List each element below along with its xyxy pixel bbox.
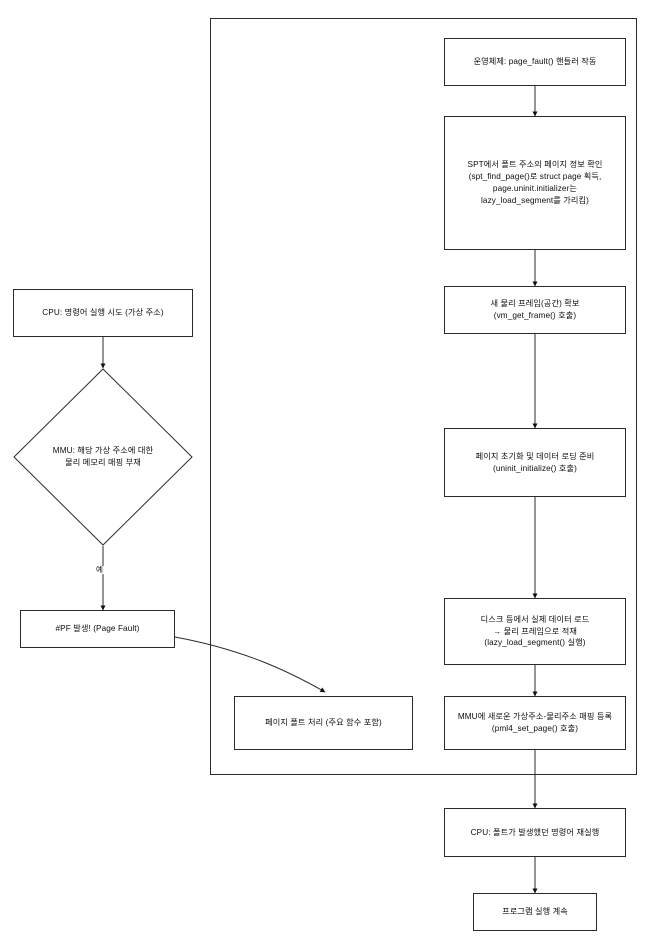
edge-label-yes: 예 (95, 566, 104, 574)
node-os-page-fault-handler-label: 운영체제: page_fault() 핸들러 작동 (473, 57, 597, 67)
node-pml4-set-page[interactable]: MMU에 새로운 가상주소-물리주소 매핑 등록 (pml4_set_page(… (444, 696, 626, 750)
node-uninit-initialize-label: 페이지 초기화 및 데이터 로딩 준비 (uninit_initialize()… (475, 451, 595, 473)
node-vm-get-frame[interactable]: 새 물리 프레임(공간) 확보 (vm_get_frame() 호출) (444, 286, 626, 334)
edge-label-yes-text: 예 (96, 565, 103, 574)
node-program-continue-label: 프로그램 실행 계속 (502, 907, 568, 917)
node-program-continue[interactable]: 프로그램 실행 계속 (473, 893, 597, 931)
node-mmu-decision[interactable]: MMU: 해당 가상 주소에 대한 물리 메모리 매핑 부재 (13, 368, 193, 546)
node-lazy-load-segment-label: 디스크 등에서 실제 데이터 로드 → 물리 프레임으로 적재 (lazy_lo… (480, 614, 590, 648)
node-os-page-fault-handler[interactable]: 운영체제: page_fault() 핸들러 작동 (444, 38, 626, 86)
node-cpu-execute-label: CPU: 명령어 실행 시도 (가상 주소) (42, 308, 164, 318)
node-vm-get-frame-label: 새 물리 프레임(공간) 확보 (vm_get_frame() 호출) (490, 299, 580, 320)
node-cpu-execute[interactable]: CPU: 명령어 실행 시도 (가상 주소) (13, 289, 193, 337)
node-lazy-load-segment[interactable]: 디스크 등에서 실제 데이터 로드 → 물리 프레임으로 적재 (lazy_lo… (444, 598, 626, 665)
node-uninit-initialize[interactable]: 페이지 초기화 및 데이터 로딩 준비 (uninit_initialize()… (444, 428, 626, 497)
node-page-fault-handling[interactable]: 페이지 폴트 처리 (주요 함수 포함) (234, 696, 413, 750)
node-pml4-set-page-label: MMU에 새로운 가상주소-물리주소 매핑 등록 (pml4_set_page(… (457, 712, 613, 733)
diamond-shape (13, 368, 193, 546)
node-page-fault-handling-label: 페이지 폴트 처리 (주요 함수 포함) (265, 718, 382, 728)
node-cpu-retry[interactable]: CPU: 폴트가 발생했던 명령어 재실행 (444, 808, 626, 857)
page-fault-handling-group (210, 18, 637, 775)
node-page-fault-raised[interactable]: #PF 발생! (Page Fault) (20, 610, 175, 648)
node-page-fault-raised-label: #PF 발생! (Page Fault) (55, 624, 140, 634)
node-spt-find-page-label: SPT에서 폴트 주소의 페이지 정보 확인 (spt_find_page()로… (467, 160, 603, 205)
node-spt-find-page[interactable]: SPT에서 폴트 주소의 페이지 정보 확인 (spt_find_page()로… (444, 116, 626, 250)
node-cpu-retry-label: CPU: 폴트가 발생했던 명령어 재실행 (470, 827, 600, 837)
node-mmu-decision-label: MMU: 해당 가상 주소에 대한 물리 메모리 매핑 부재 (52, 446, 154, 467)
